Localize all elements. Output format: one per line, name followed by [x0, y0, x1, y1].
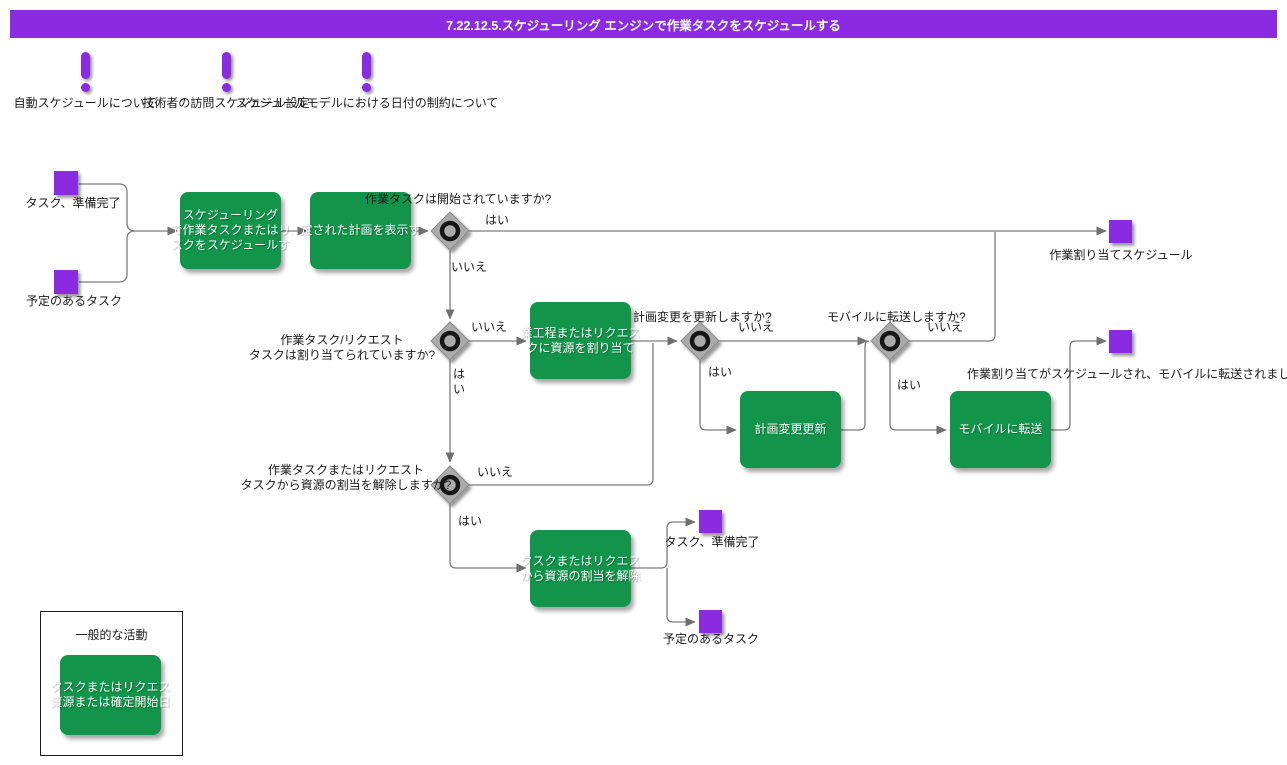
decision-transfer-mobile — [870, 321, 910, 361]
end-event-transferred — [1109, 330, 1132, 353]
edge-mobile-to-end2 — [1051, 336, 1107, 431]
end-event-label: 作業割り当てがスケジュールされ、モバイルに転送されました — [967, 367, 1287, 381]
question-update-plan: 計画変更を更新しますか? — [633, 310, 772, 324]
start-event-task-ready — [54, 171, 78, 195]
edge-label-no: いいえ — [927, 320, 964, 334]
decision-unassign — [430, 465, 470, 505]
legend-box: 一般的な活動 — [40, 611, 183, 756]
exclamation-icon — [81, 52, 90, 92]
legend-activity-sample: タスクまたはリクエス 資源または確定開始日 — [51, 655, 171, 735]
edge-update-yes-to-updatebox — [699, 360, 737, 435]
note-label-autoschedule: 自動スケジュールについて — [13, 96, 157, 110]
note-label-date-constraints: スケジュールモデルにおける日付の制約について — [235, 96, 499, 110]
decision-assigned — [430, 321, 470, 361]
question-task-assigned: 作業タスク/リクエスト タスクは割り当てられていますか? — [248, 333, 436, 362]
edge-unassign-no-up — [469, 343, 654, 486]
activity-transfer-to-mobile: モバイルに転送 — [950, 391, 1051, 468]
end-event-label: 予定のあるタスク — [662, 632, 760, 646]
end-event-scheduled-task — [699, 610, 722, 633]
start-event-label: タスク、準備完了 — [25, 196, 121, 210]
end-event-task-ready — [699, 510, 722, 533]
exclamation-icon — [362, 52, 371, 92]
edge-label-no: いいえ — [451, 260, 488, 274]
end-event-work-scheduled — [1109, 220, 1132, 243]
edge-start2-to-schedule — [79, 230, 136, 283]
edge-transfer-no-up — [909, 232, 996, 342]
edge-transfer-yes-to-mobile — [889, 360, 947, 435]
edge-updatebox-up — [841, 340, 870, 431]
edge-label-yes: はい — [708, 365, 733, 379]
edge-label-no: いいえ — [738, 320, 775, 334]
diagram-title: 7.22.12.5.スケジューリング エンジンで作業タスクをスケジュールする — [446, 18, 841, 33]
end-event-label: 作業割り当てスケジュール — [1049, 248, 1193, 262]
edge-label-yes: はい — [897, 378, 922, 392]
edge-unassignbox-to-end3 — [631, 517, 696, 569]
edge-label-yes: はい — [453, 367, 466, 396]
activity-display-plan: 定された計画を表示す — [301, 192, 421, 269]
activity-unassign-resource: タスクまたはリクエス から資源の割当を解除 — [521, 530, 641, 607]
edge-label-no: いいえ — [477, 465, 514, 479]
question-transfer-mobile: モバイルに転送しますか? — [827, 310, 966, 324]
activity-assign-resource: 業工程またはリクエス クに資源を割り当て — [521, 302, 641, 379]
edge-label-no: いいえ — [471, 320, 508, 334]
edge-start1-to-schedule — [79, 183, 178, 236]
question-task-started: 作業タスクは開始されていますか? — [365, 192, 552, 206]
start-event-scheduled-task — [54, 270, 78, 294]
decision-started — [430, 211, 470, 251]
edge-unassignbox-to-end4 — [666, 568, 696, 627]
diagram-title-bar: 7.22.12.5.スケジューリング エンジンで作業タスクをスケジュールする — [10, 10, 1277, 38]
edge-label-yes: はい — [458, 514, 483, 528]
question-unassign: 作業タスクまたはリクエスト タスクから資源の割当を解除しますか? — [240, 463, 452, 492]
note-label-technician-visit: 技術者の訪問スケジュール設定 — [142, 96, 310, 110]
activity-update-plan-change: 計画変更更新 — [740, 391, 841, 468]
exclamation-icon — [222, 52, 231, 92]
decision-update-plan — [680, 321, 720, 361]
edge-unassign-yes-to-unassignbox — [449, 504, 527, 573]
end-event-label: タスク、準備完了 — [664, 535, 760, 549]
activity-schedule-task: スケジューリング で作業タスクまたはリ スクをスケジュールす — [171, 192, 291, 269]
legend-title: 一般的な活動 — [75, 628, 148, 642]
edge-label-yes: はい — [485, 213, 510, 227]
start-event-label: 予定のあるタスク — [25, 294, 123, 308]
